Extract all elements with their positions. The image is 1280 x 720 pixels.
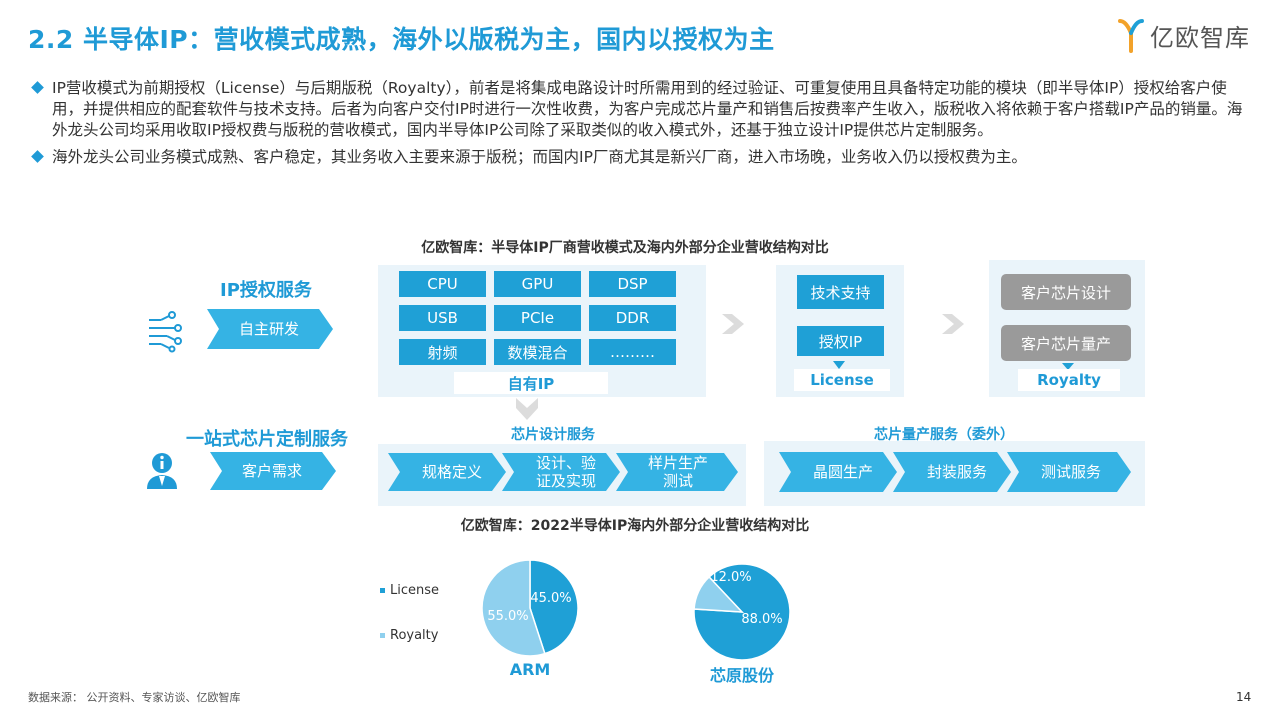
ip-cell-usb: USB	[399, 305, 486, 331]
customer-design-box: 客户芯片设计	[1001, 274, 1131, 310]
pie-data-label: 45.0%	[530, 591, 571, 606]
ip-cell-ddr: DDR	[589, 305, 676, 331]
legend-label: License	[390, 583, 440, 598]
customer-demand-label: 客户需求	[241, 462, 302, 480]
step-testing: 测试服务	[1040, 463, 1101, 481]
tech-support-box: 技术支持	[797, 275, 884, 309]
bullet-text: 海外龙头公司业务模式成熟、客户稳定，其业务收入主要来源于版税；而国内IP厂商尤其…	[52, 148, 1027, 166]
yiou-logo-icon	[1118, 18, 1144, 53]
legend-swatch	[380, 588, 385, 593]
mass-production-chevrons	[779, 452, 1131, 492]
step-packaging: 封装服务	[926, 463, 987, 481]
ip-cell-dsp: DSP	[589, 271, 676, 297]
ip-cell-more: ………	[589, 339, 676, 365]
legend-item-license: License	[380, 583, 439, 598]
customer-mass-box: 客户芯片量产	[1001, 325, 1131, 361]
logo: 亿欧智库	[1118, 18, 1250, 53]
bullet-text: IP营收模式为前期授权（License）与后期版税（Royalty），前者是将集…	[52, 79, 1243, 139]
ip-cell-cpu: CPU	[399, 271, 486, 297]
legend-label: Royalty	[390, 628, 439, 643]
bullet-list: IP营收模式为前期授权（License）与后期版税（Royalty），前者是将集…	[30, 78, 1255, 174]
person-info-icon	[147, 453, 177, 489]
chevron-right-icon	[942, 314, 964, 334]
page-number: 14	[1236, 690, 1252, 704]
step-sample-test: 样片生产 测试	[647, 454, 708, 490]
license-ip-box: 授权IP	[797, 326, 884, 356]
step-design-verify: 设计、验 证及实现	[535, 454, 596, 490]
step-spec: 规格定义	[421, 463, 482, 481]
own-ip-label: 自有IP	[454, 372, 608, 394]
pie-data-label: 55.0%	[487, 609, 528, 624]
triangle-down-icon	[833, 361, 845, 369]
ip-cell-gpu: GPU	[494, 271, 581, 297]
license-label: License	[794, 369, 890, 391]
pie-data-label: 12.0%	[710, 570, 751, 585]
pie-slice-royalty	[481, 559, 546, 657]
network-nodes-icon	[149, 311, 182, 353]
ip-service-heading: IP授权服务	[220, 280, 312, 301]
ip-cell-rf: 射频	[399, 339, 486, 365]
customer-demand-arrow	[210, 452, 336, 490]
self-dev-arrow	[207, 309, 333, 349]
pie-data-label: 88.0%	[741, 612, 782, 627]
legend-swatch	[380, 633, 385, 638]
custom-service-heading: 一站式芯片定制服务	[186, 429, 348, 450]
logo-text: 亿欧智库	[1150, 24, 1250, 52]
pie-name-arm: ARM	[509, 660, 551, 679]
page-title: 2.2 半导体IP：营收模式成熟，海外以版税为主，国内以授权为主	[28, 25, 775, 54]
chevron-down-icon	[516, 398, 538, 420]
legend-item-royalty: Royalty	[380, 628, 438, 643]
bullet-item: 海外龙头公司业务模式成熟、客户稳定，其业务收入主要来源于版税；而国内IP厂商尤其…	[30, 147, 1255, 168]
chip-design-chevrons	[388, 453, 738, 491]
ip-cell-pcie: PCIe	[494, 305, 581, 331]
bullet-item: IP营收模式为前期授权（License）与后期版税（Royalty），前者是将集…	[30, 78, 1255, 141]
mass-production-title: 芯片量产服务（委外）	[874, 427, 1014, 443]
pie-slice-royalty	[693, 575, 744, 613]
royalty-label: Royalty	[1018, 369, 1120, 391]
chevron-right-icon	[722, 314, 744, 334]
diagram-title: 亿欧智库：半导体IP厂商营收模式及海内外部分企业营收结构对比	[421, 240, 829, 256]
chip-design-title: 芯片设计服务	[511, 427, 595, 443]
pie-slice-license	[529, 559, 579, 655]
triangle-down-icon	[1062, 363, 1074, 370]
source-note: 数据来源： 公开资料、专家访谈、亿欧智库	[28, 691, 241, 704]
step-wafer: 晶圆生产	[812, 463, 873, 481]
chart-title: 亿欧智库：2022半导体IP海内外部分企业营收结构对比	[460, 518, 810, 534]
self-dev-label: 自主研发	[238, 320, 299, 338]
ip-cell-mixed-signal: 数模混合	[494, 339, 581, 365]
pie-name-verisilicon: 芯原股份	[709, 666, 774, 685]
